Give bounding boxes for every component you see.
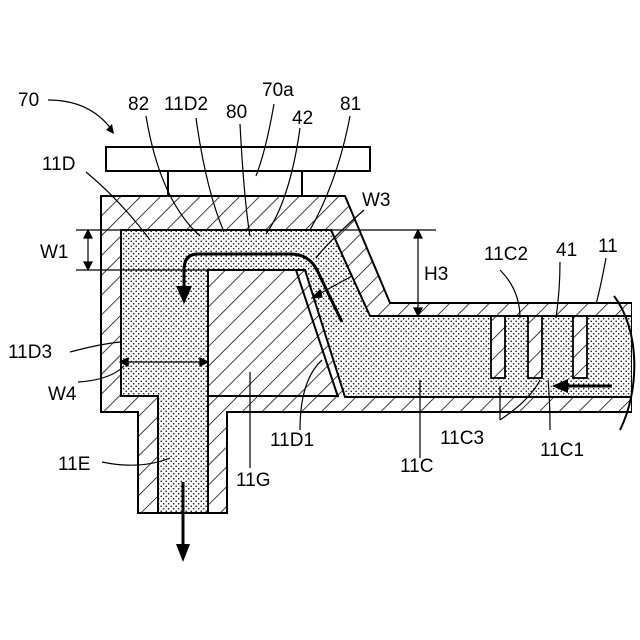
label-80: 80 <box>226 102 247 123</box>
label-11D: 11D <box>42 154 75 175</box>
label-H3: H3 <box>424 264 448 285</box>
device-70 <box>106 147 370 196</box>
label-11C1: 11C1 <box>540 440 584 461</box>
device-plate <box>106 147 370 171</box>
label-11C2: 11C2 <box>484 244 528 265</box>
label-11: 11 <box>598 236 618 257</box>
label-11D1: 11D1 <box>270 430 314 451</box>
label-81: 81 <box>340 94 361 115</box>
label-device-70: 70 <box>18 90 39 111</box>
label-82: 82 <box>128 94 149 115</box>
label-W4: W4 <box>48 384 77 405</box>
label-11C3: 11C3 <box>440 428 484 449</box>
device-base <box>168 171 302 196</box>
label-11G: 11G <box>236 470 271 491</box>
fin-1 <box>491 316 505 378</box>
fin-2 <box>528 316 542 378</box>
outlet-arrow-head <box>176 544 190 562</box>
label-42: 42 <box>292 108 313 129</box>
label-W1: W1 <box>40 242 69 263</box>
label-41: 41 <box>556 240 577 261</box>
fin-3 <box>573 316 587 378</box>
label-70a: 70a <box>262 80 294 101</box>
label-11D2: 11D2 <box>164 94 208 115</box>
label-11C: 11C <box>400 456 433 477</box>
label-11D3: 11D3 <box>8 342 52 363</box>
label-11E: 11E <box>58 454 90 475</box>
label-W3: W3 <box>362 190 391 211</box>
